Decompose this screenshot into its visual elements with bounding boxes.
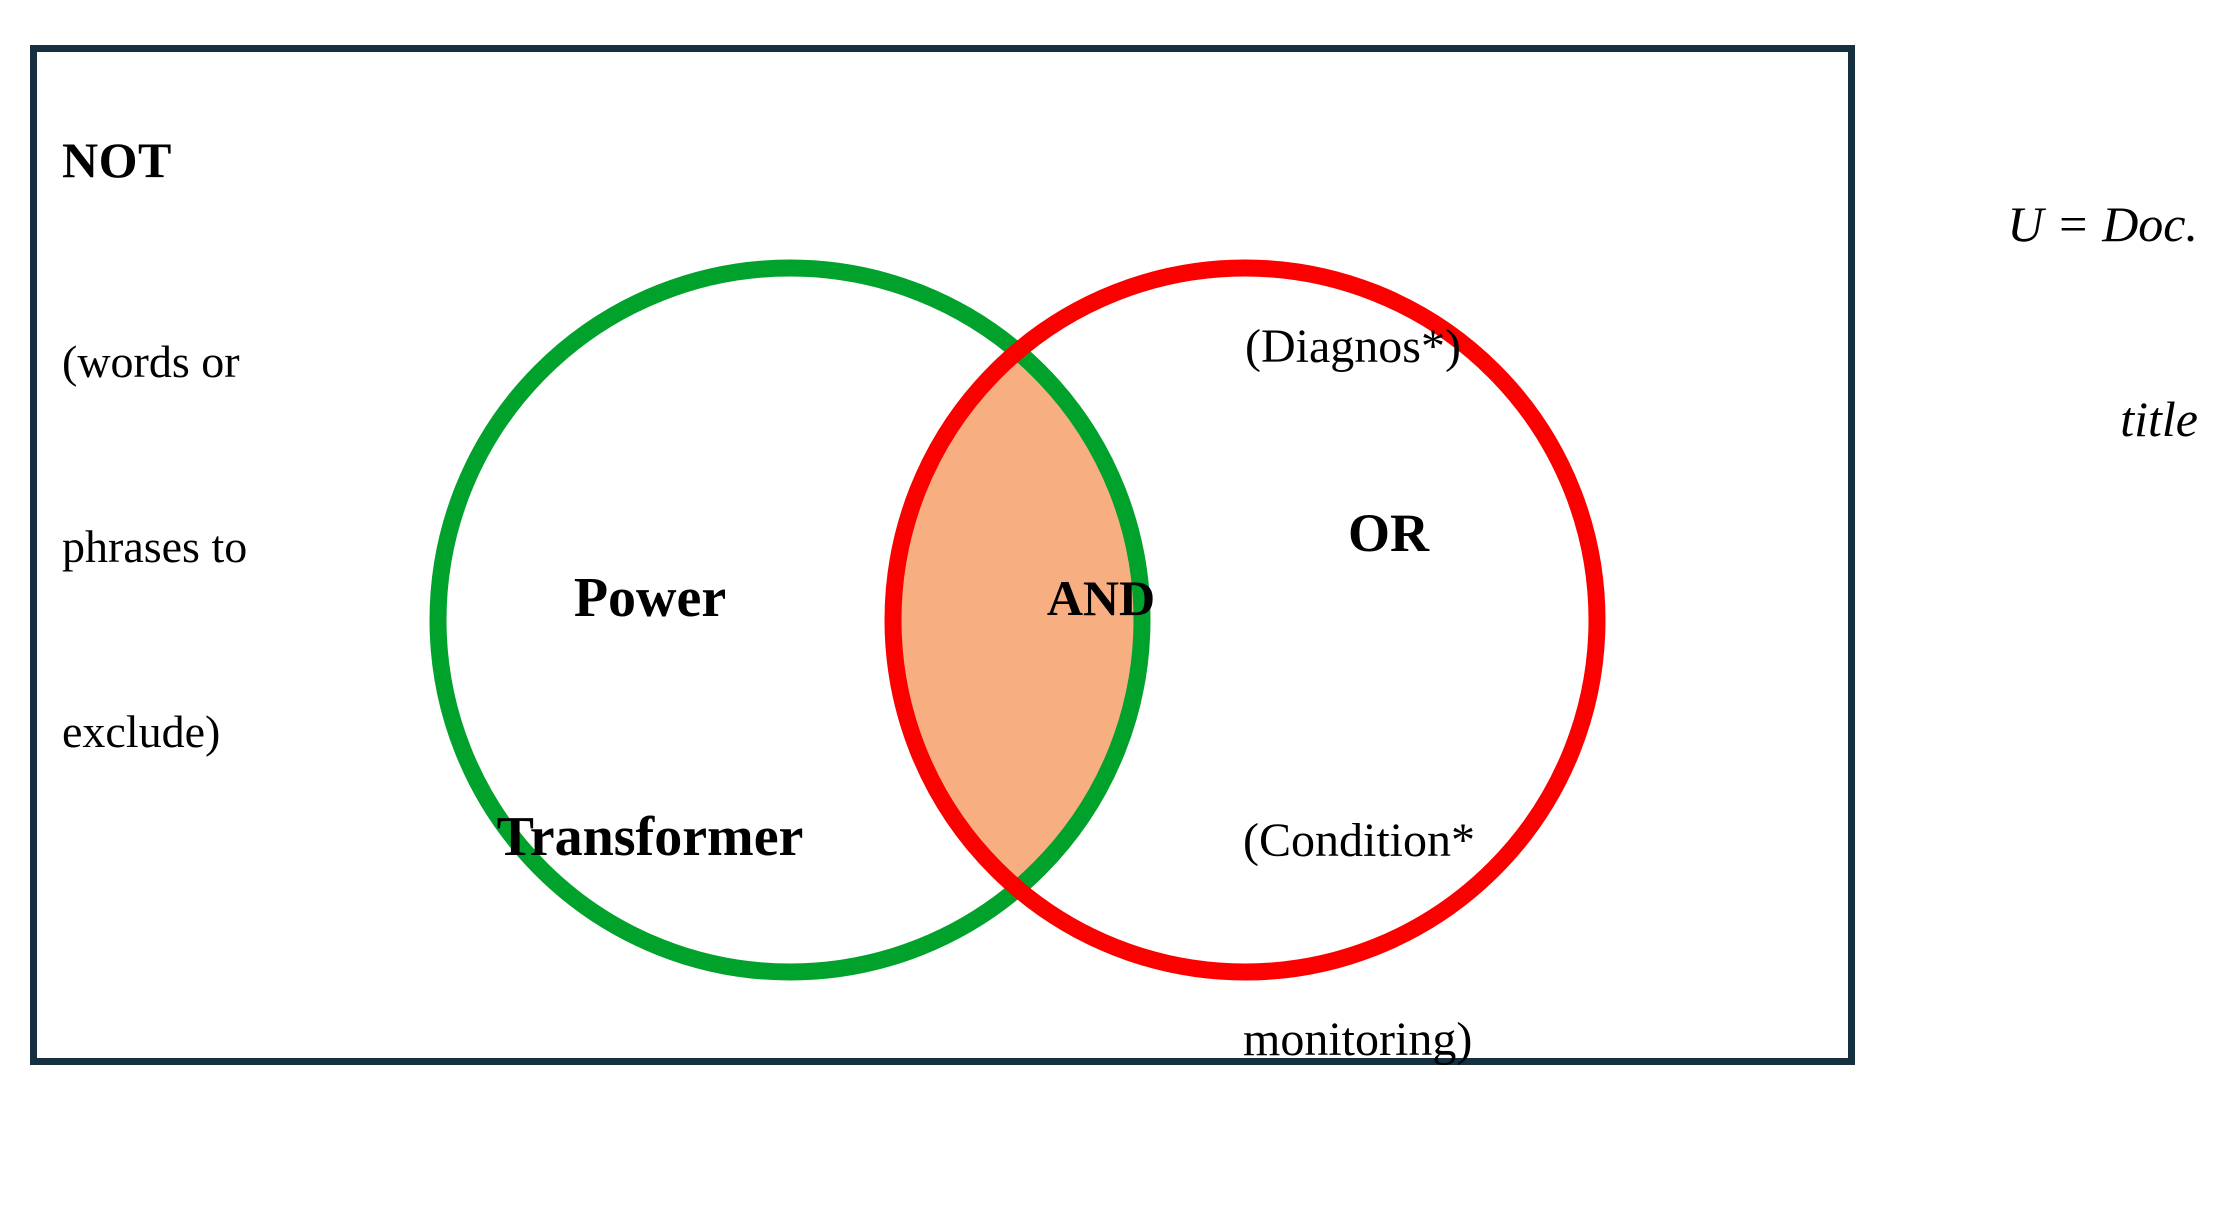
not-operator-label: NOT bbox=[62, 132, 172, 188]
not-description-line-3: exclude) bbox=[62, 706, 221, 757]
left-set-label-line-1: Power bbox=[573, 567, 727, 630]
right-set-circle bbox=[884, 259, 1606, 981]
not-description-line-2: phrases to bbox=[62, 521, 248, 573]
universe-equation-line-2: title bbox=[2120, 391, 2198, 447]
right-set-term-1-label: (Diagnos*) bbox=[1245, 320, 1461, 373]
universe-equation: U = Doc. title bbox=[1872, 62, 2198, 582]
left-set-label: Power Transformer bbox=[330, 400, 970, 1036]
universe-equation-line-1: U = Doc. bbox=[2007, 196, 2198, 252]
or-operator-label: OR bbox=[1348, 503, 1429, 563]
right-set-term-2-line-1: (Condition* bbox=[1243, 814, 1476, 868]
right-set-term-2-label: (Condition* monitoring) bbox=[1243, 676, 1475, 1206]
not-description-line-1: (words or bbox=[62, 336, 240, 388]
not-description: (words or phrases to exclude) bbox=[62, 208, 247, 886]
venn-diagram-svg bbox=[429, 259, 1606, 981]
and-operator-label: AND bbox=[1046, 570, 1156, 626]
diagram-canvas: NOT (words or phrases to exclude) Power … bbox=[30, 45, 2198, 1067]
left-set-circle bbox=[429, 259, 1151, 981]
right-set-term-2-line-2: monitoring) bbox=[1243, 1013, 1473, 1067]
left-set-label-line-2: Transformer bbox=[496, 805, 804, 868]
intersection-region bbox=[893, 268, 1142, 972]
